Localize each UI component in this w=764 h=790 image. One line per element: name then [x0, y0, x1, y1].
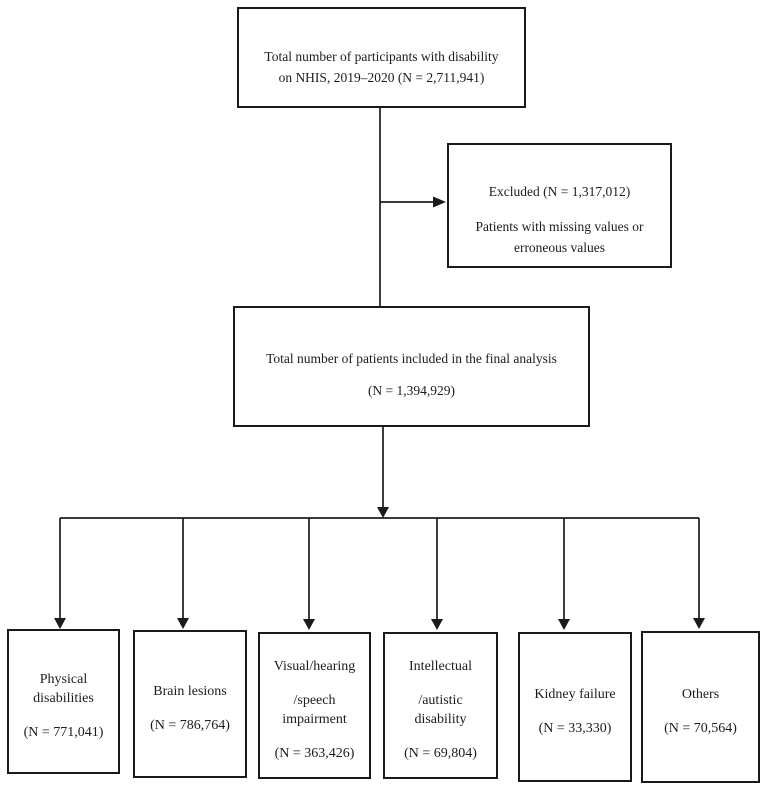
category-label-line: disabilities — [33, 690, 94, 706]
category-n-value: (N = 771,041) — [23, 724, 104, 740]
category-box-others: Others (N = 70,564) — [641, 631, 760, 783]
category-box-visual-hearing-speech: Visual/hearing /speech impairment (N = 3… — [258, 632, 371, 779]
excluded-box-reason: Patients with missing values or — [475, 219, 644, 234]
participants-box: Total number of participants with disabi… — [237, 7, 526, 108]
excluded-box-reason: erroneous values — [513, 240, 606, 255]
arrowhead-drop-3 — [303, 619, 315, 630]
excluded-box-title: Excluded (N = 1,317,012) — [488, 184, 631, 199]
excluded-box: Excluded (N = 1,317,012) Patients with m… — [447, 143, 672, 268]
category-label-line: /speech — [293, 692, 336, 708]
arrowhead-drop-2 — [177, 618, 189, 629]
category-n-value: (N = 70,564) — [664, 720, 737, 736]
category-label-line: disability — [414, 711, 467, 727]
arrowhead-drop-6 — [693, 618, 705, 629]
category-n-value: (N = 363,426) — [274, 745, 355, 761]
arrowhead-drop-5 — [558, 619, 570, 630]
category-label-line: Kidney failure — [534, 686, 616, 702]
category-label-line: impairment — [282, 711, 347, 727]
category-n-value: (N = 33,330) — [538, 720, 612, 736]
category-n-value: (N = 69,804) — [404, 745, 477, 761]
category-box-brain-lesions: Brain lesions (N = 786,764) — [133, 630, 247, 778]
arrowhead-to-excluded — [433, 196, 446, 208]
final-analysis-box: Total number of patients included in the… — [233, 306, 590, 427]
category-label-line: Others — [681, 686, 720, 702]
category-label-line: Visual/hearing — [273, 658, 356, 674]
final-analysis-box-line: Total number of patients included in the… — [266, 351, 557, 366]
arrowhead-drop-1 — [54, 618, 66, 629]
arrowhead-final-to-branch — [377, 507, 389, 518]
final-analysis-box-n: (N = 1,394,929) — [367, 383, 456, 398]
category-box-physical-disabilities: Physical disabilities (N = 771,041) — [7, 629, 120, 774]
category-label-line: /autistic — [418, 692, 463, 708]
participants-box-line: Total number of participants with disabi… — [264, 49, 499, 64]
category-label-line: Brain lesions — [153, 683, 227, 699]
category-n-value: (N = 786,764) — [150, 717, 230, 733]
category-box-kidney-failure: Kidney failure (N = 33,330) — [518, 632, 632, 782]
participants-box-line: on NHIS, 2019–2020 (N = 2,711,941) — [278, 70, 485, 85]
category-label-line: Physical — [39, 671, 88, 687]
category-label-line: Intellectual — [409, 658, 472, 674]
category-box-intellectual-autistic: Intellectual /autistic disability (N = 6… — [383, 632, 498, 779]
arrowhead-drop-4 — [431, 619, 443, 630]
